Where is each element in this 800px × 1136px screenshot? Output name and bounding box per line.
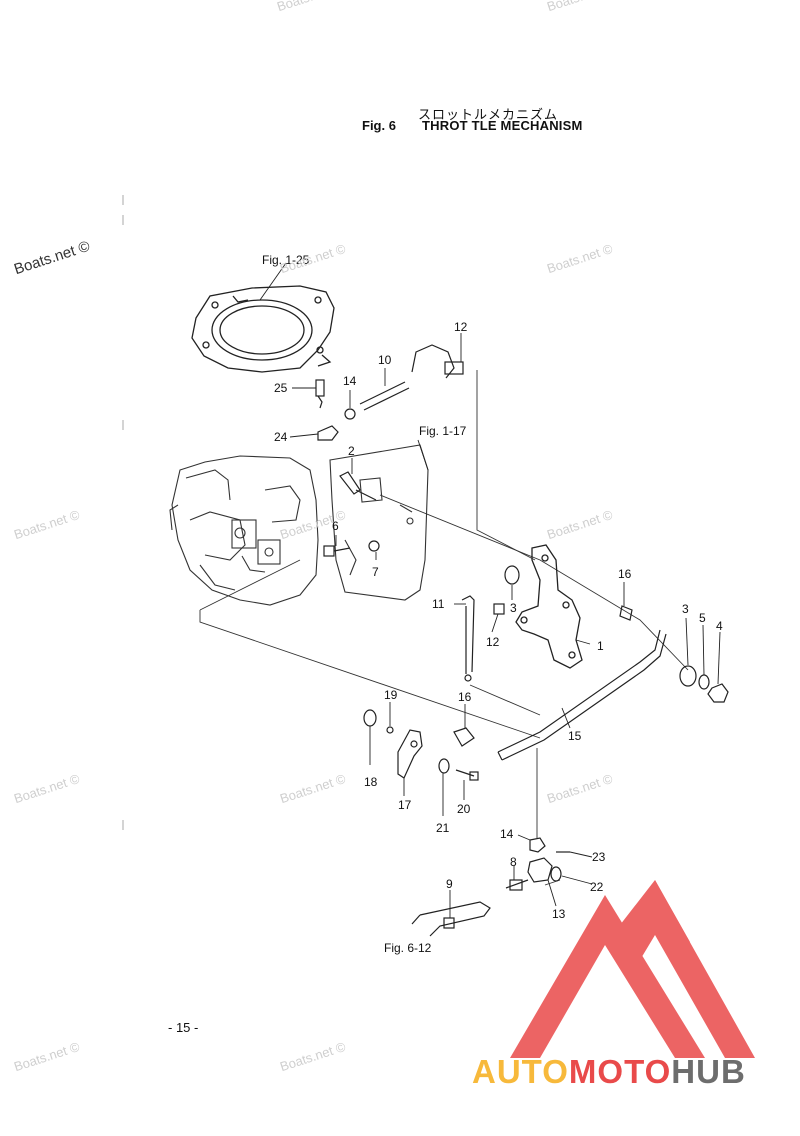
callout-7: 7 — [372, 565, 379, 579]
link-rod-part — [359, 344, 464, 411]
callout-14-lower: 14 — [500, 827, 514, 841]
callout-3-upper: 3 — [510, 601, 517, 615]
page-number: - 15 - — [168, 1020, 199, 1035]
figure-title: THROT TLE MECHANISM — [422, 118, 583, 133]
callout-17: 17 — [398, 798, 412, 812]
callout-11: 11 — [432, 597, 445, 611]
callout-9: 9 — [446, 877, 453, 891]
vertical-rod-part — [461, 595, 475, 682]
callout-2: 2 — [348, 444, 355, 458]
leader-lines — [259, 262, 721, 918]
callout-21: 21 — [436, 821, 450, 835]
callout-5: 5 — [699, 611, 706, 625]
callout-8: 8 — [510, 855, 517, 869]
callout-4: 4 — [716, 619, 723, 633]
callout-16-right: 16 — [618, 567, 632, 581]
callout-1: 1 — [597, 639, 604, 653]
callout-10: 10 — [378, 353, 392, 367]
callout-16-lower: 16 — [458, 690, 472, 704]
reference-fig-1-25: Fig. 1-25 — [262, 253, 310, 267]
logo-text-moto: MOTO — [568, 1053, 672, 1090]
callout-12-lower: 12 — [486, 635, 500, 649]
callout-3-right: 3 — [682, 602, 689, 616]
logo-text-hub: HUB — [671, 1053, 746, 1090]
callout-23: 23 — [592, 850, 606, 864]
reference-fig-1-17: Fig. 1-17 — [419, 424, 467, 438]
callout-6: 6 — [332, 519, 339, 533]
reference-fig-6-12: Fig. 6-12 — [384, 941, 432, 955]
engine-block — [169, 455, 319, 606]
callout-15: 15 — [568, 729, 582, 743]
throttle-rod-part — [497, 629, 667, 761]
guide-lines — [199, 370, 689, 886]
callout-13: 13 — [552, 907, 566, 921]
logo-text-auto: AUTO — [472, 1053, 569, 1090]
callout-18: 18 — [364, 775, 378, 789]
callout-25: 25 — [274, 381, 288, 395]
gasket-part — [191, 285, 335, 373]
automotohub-logo-text: AUTOMOTOHUB — [472, 1053, 746, 1091]
callout-12-upper: 12 — [454, 320, 468, 334]
fasteners — [315, 379, 729, 937]
callout-24: 24 — [274, 430, 288, 444]
callout-19: 19 — [384, 688, 398, 702]
callout-20: 20 — [457, 802, 471, 816]
bracket-plate — [329, 444, 429, 601]
figure-title-japanese: スロットルメカニズム — [418, 108, 559, 123]
figure-number: Fig. 6 — [362, 118, 396, 133]
automotohub-logo-mark — [510, 880, 755, 1058]
callout-22: 22 — [590, 880, 604, 894]
callout-14-upper: 14 — [343, 374, 357, 388]
callout-numbers: 1 2 3 3 4 5 6 7 8 9 10 11 12 12 13 14 14… — [274, 320, 723, 921]
throttle-lever-part — [515, 544, 583, 669]
